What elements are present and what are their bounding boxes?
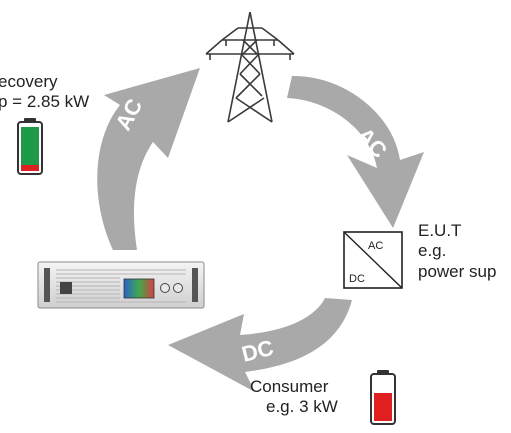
battery-low-icon [370, 370, 396, 425]
battery-charged-icon [17, 118, 43, 175]
ac-arrow-grid-feedback: AC [97, 68, 200, 250]
electronic-load-device-icon [37, 261, 205, 309]
dc-arrow-consumer: DC [168, 298, 352, 392]
consumer-power-label: e.g. 3 kW [266, 397, 338, 416]
converter-ac-label: AC [368, 240, 383, 252]
ac-arrow-supply: AC [287, 75, 424, 228]
eut-eg: e.g. [418, 241, 447, 260]
recovery-power-label: p = 2.85 kW [0, 92, 90, 111]
transmission-tower-icon [205, 11, 295, 123]
recovery-label: ecovery [0, 72, 58, 91]
eut-title: E.U.T [418, 221, 462, 240]
consumer-label: Consumer [250, 377, 329, 396]
ac-dc-converter-icon: AC DC [343, 231, 403, 289]
converter-dc-label: DC [349, 273, 365, 285]
eut-description: power sup [418, 262, 497, 281]
